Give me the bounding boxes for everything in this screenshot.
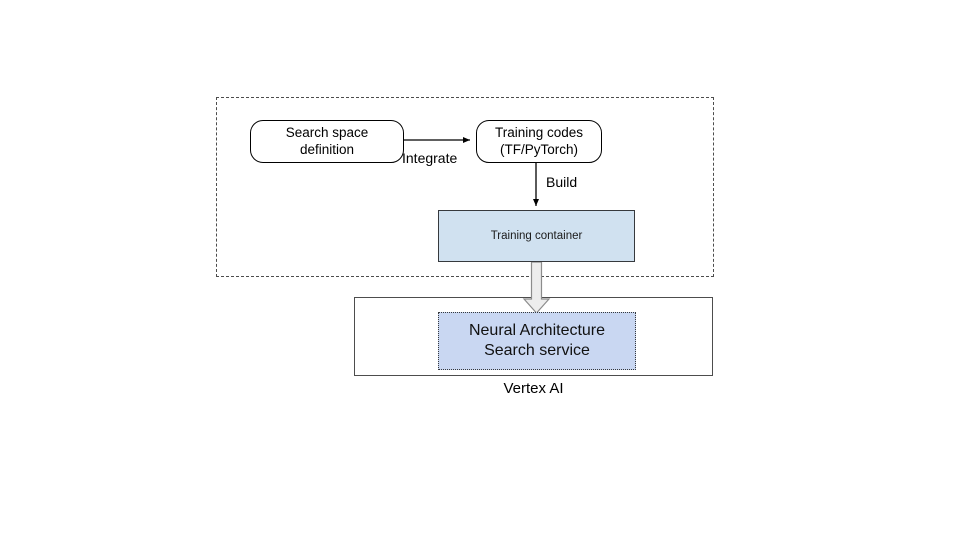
node-search-space-definition[interactable]: Search space definition <box>250 120 404 163</box>
dashed-group-container <box>216 97 714 277</box>
edge-label-build: Build <box>546 174 578 190</box>
node-neural-architecture-search-service[interactable]: Neural Architecture Search service <box>438 312 636 370</box>
vertex-ai-caption: Vertex AI <box>503 380 564 397</box>
edge-label-integrate: Integrate <box>402 150 458 166</box>
node-training-codes[interactable]: Training codes (TF/PyTorch) <box>476 120 602 163</box>
node-training-container[interactable]: Training container <box>438 210 635 262</box>
